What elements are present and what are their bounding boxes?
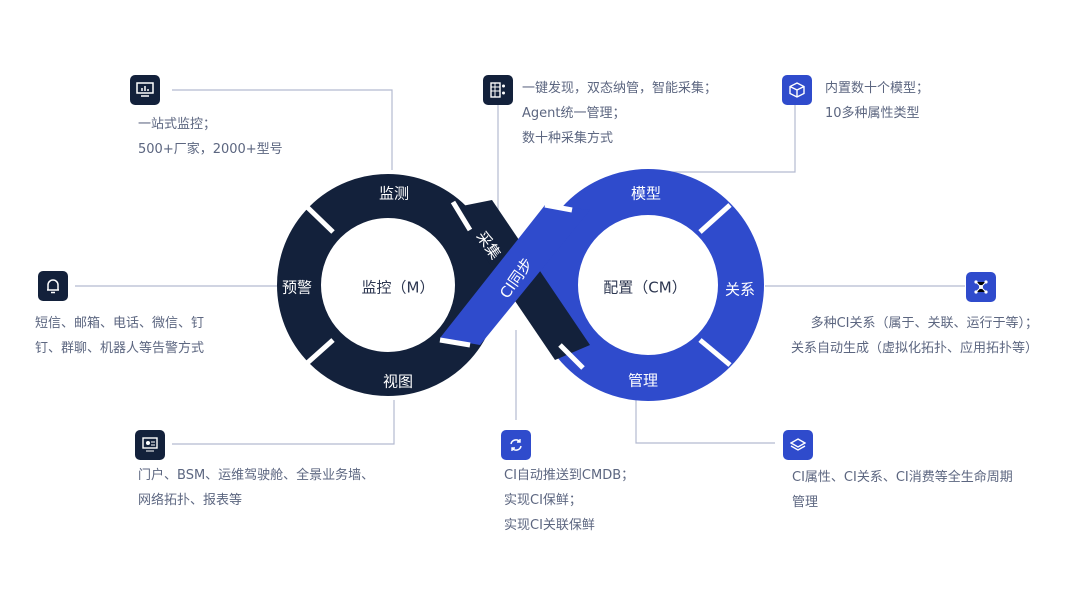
text-line: CI自动推送到CMDB； [504,468,635,483]
text-line: CI属性、CI关系、CI消费等全生命周期 [792,470,1013,485]
monitor-description: 一站式监控； 500+厂家，2000+型号 [138,112,283,162]
text-line: 数十种采集方式 [522,131,614,146]
config-center-label: 配置（CM） [603,278,687,297]
text-line: 500+厂家，2000+型号 [138,142,283,157]
segment-alerting: 预警 [281,278,313,297]
segment-gaps [303,200,732,370]
text-line: 网络拓扑、报表等 [138,493,243,508]
text-line: 实现CI保鲜； [504,493,582,508]
topology-icon [966,272,996,302]
text-line: 管理 [792,495,819,510]
ci-sync-bridge [440,205,590,345]
monitor-center-label: 监控（M） [361,278,435,297]
text-line: 实现CI关联保鲜 [504,518,595,533]
alert-description: 短信、邮箱、电话、微信、钉钉、群聊、机器人等告警方式 [35,311,204,361]
text-line: Agent统一管理； [522,106,626,121]
text-line: 钉、群聊、机器人等告警方式 [35,341,205,356]
server-network-icon [483,75,513,105]
text-line: 短信、邮箱、电话、微信、钉 [35,316,205,331]
relation-description: 多种CI关系（属于、关联、运行于等）； 关系自动生成（虚拟化拓扑、应用拓扑等） [791,311,1038,361]
segment-monitoring: 监测 [378,184,410,203]
view-description: 门户、BSM、运维驾驶舱、全景业务墙、网络拓扑、报表等 [138,463,374,513]
cube-icon [782,75,812,105]
model-description: 内置数十个模型； 10多种属性类型 [825,76,929,126]
segment-view: 视图 [382,372,414,391]
text-line: 门户、BSM、运维驾驶舱、全景业务墙、 [138,468,375,483]
bell-icon [38,271,68,301]
sync-description: CI自动推送到CMDB； 实现CI保鲜； 实现CI关联保鲜 [504,463,634,538]
collect-description: 一键发现，双态纳管，智能采集； Agent统一管理； 数十种采集方式 [522,76,717,151]
dashboard-screen-icon [135,430,165,460]
connector-lines [75,89,965,445]
text-line: 多种CI关系（属于、关联、运行于等）； [810,316,1038,331]
text-line: 10多种属性类型 [825,106,920,121]
text-line: 关系自动生成（虚拟化拓扑、应用拓扑等） [790,341,1038,356]
text-line: 一键发现，双态纳管，智能采集； [522,81,718,96]
text-line: 一站式监控； [138,117,217,132]
manage-description: CI属性、CI关系、CI消费等全生命周期管理 [792,465,1013,515]
layers-icon [783,430,813,460]
segment-relation: 关系 [724,280,756,299]
segment-model: 模型 [630,184,662,203]
segment-manage: 管理 [627,371,659,390]
monitor-chart-icon [130,75,160,105]
monitor-ring [277,174,499,396]
sync-icon [501,430,531,460]
config-ring [532,169,764,401]
text-line: 内置数十个模型； [825,81,930,96]
